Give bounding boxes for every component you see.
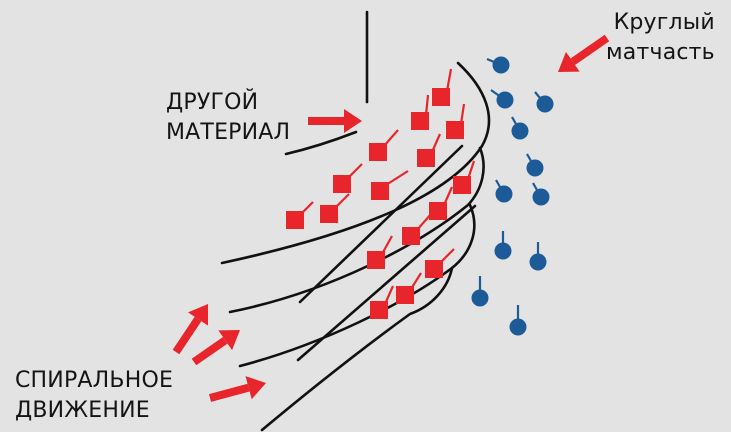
red-square-markers xyxy=(286,68,476,319)
red-square-pin-icon xyxy=(369,129,399,161)
blue-round-pin-icon xyxy=(529,242,547,271)
blue-round-pin-icon xyxy=(486,56,510,74)
red-square-pin-icon xyxy=(429,186,454,220)
red-square-pin-icon xyxy=(411,94,430,130)
label-round-mast: Круглый матчасть xyxy=(606,8,715,68)
spiral-lines xyxy=(220,10,491,432)
red-square-pin-icon xyxy=(432,68,453,106)
red-arrows xyxy=(172,34,610,402)
label-round-mast-line-1: Круглый xyxy=(613,10,715,35)
label-other-material: ДРУГОЙ МАТЕРИАЛ xyxy=(166,88,290,148)
spiral-curve-2 xyxy=(228,146,485,314)
red-square-pin-icon xyxy=(396,272,422,304)
blue-round-pin-icon xyxy=(534,91,554,113)
spiral-curve-1 xyxy=(220,61,491,265)
red-arrow-icon xyxy=(308,109,362,133)
blue-round-pin-icon xyxy=(532,182,550,206)
blue-round-pin-icon xyxy=(495,179,513,203)
red-arrow-icon xyxy=(172,304,208,355)
red-arrow-icon xyxy=(191,330,240,366)
red-square-pin-icon xyxy=(417,133,442,167)
material-leader-line xyxy=(284,130,358,156)
label-spiral-motion: СПИРАЛЬНОЕ ДВИЖЕНИЕ xyxy=(15,366,173,426)
red-square-pin-icon xyxy=(446,103,466,139)
blue-round-pin-icon xyxy=(471,276,489,307)
red-square-pin-icon xyxy=(333,163,363,193)
label-other-material-line-1: ДРУГОЙ xyxy=(166,90,259,115)
red-square-pin-icon xyxy=(371,170,409,200)
blue-round-pin-icon xyxy=(494,231,512,260)
label-other-material-line-2: МАТЕРИАЛ xyxy=(166,120,291,145)
blue-round-markers xyxy=(471,56,554,336)
spiral-connector-2 xyxy=(296,204,477,362)
red-square-pin-icon xyxy=(320,193,350,223)
label-spiral-motion-line-2: ДВИЖЕНИЕ xyxy=(15,398,150,423)
label-round-mast-line-2: матчасть xyxy=(606,40,715,65)
label-spiral-motion-line-1: СПИРАЛЬНОЕ xyxy=(15,368,174,393)
red-square-pin-icon xyxy=(367,235,393,269)
red-square-pin-icon xyxy=(402,213,432,245)
red-square-pin-icon xyxy=(370,285,395,319)
blue-round-pin-icon xyxy=(511,116,529,140)
blue-round-pin-icon xyxy=(509,305,527,336)
spiral-curve-4 xyxy=(260,266,454,432)
red-square-pin-icon xyxy=(453,160,476,194)
red-square-pin-icon xyxy=(425,248,455,278)
red-arrow-icon xyxy=(208,376,266,402)
blue-round-pin-icon xyxy=(490,89,514,109)
spiral-curve-3 xyxy=(238,203,476,368)
red-arrow-icon xyxy=(558,34,610,72)
blue-round-pin-icon xyxy=(526,153,544,177)
spiral-connector-1 xyxy=(298,144,464,304)
red-square-pin-icon xyxy=(286,201,314,229)
